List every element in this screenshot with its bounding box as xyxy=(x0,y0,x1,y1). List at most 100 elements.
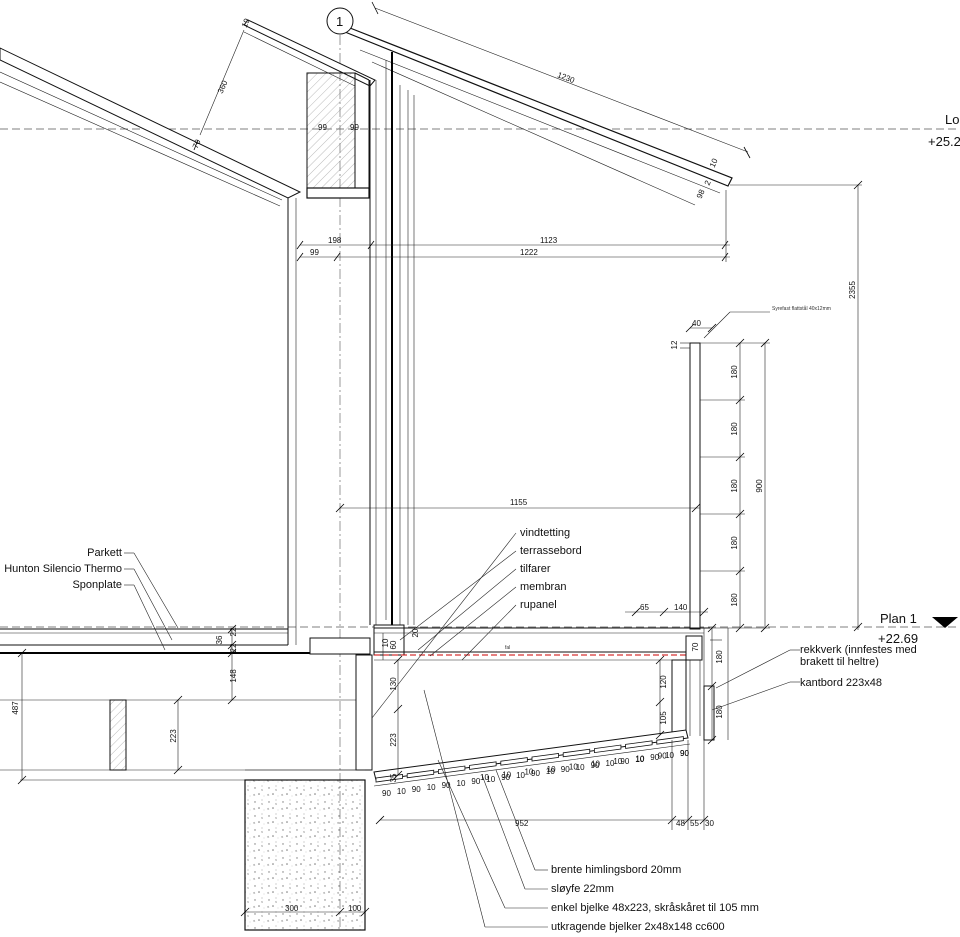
dim-rail-12: 12 xyxy=(670,340,679,349)
dim-floor-148: 148 xyxy=(229,669,238,683)
dim-fal: fal xyxy=(505,645,510,651)
dim-rail-180-5: 180 xyxy=(730,593,739,607)
soffit-dim-label: 90 xyxy=(471,777,480,786)
dim-deck-105: 105 xyxy=(659,711,668,725)
soffit-dim-label: 90 xyxy=(680,749,689,758)
soffit-dim-label: 10 xyxy=(427,783,436,792)
label-membran: membran xyxy=(520,581,566,593)
right-label-leaders xyxy=(711,649,800,711)
label-terrassebord: terrassebord xyxy=(520,545,582,557)
soffit-dim-label: 10 xyxy=(635,755,644,764)
dim-55: 55 xyxy=(690,819,699,828)
label-hunton: Hunton Silencio Thermo xyxy=(4,563,122,575)
dim-rail-900: 900 xyxy=(755,479,764,493)
soffit-upper-dim-label: 90 xyxy=(680,749,689,758)
dimension-1155 xyxy=(335,503,701,513)
level-upper-name: Lo xyxy=(945,112,959,127)
soffit-upper-dim-label: 10 xyxy=(480,773,489,782)
soffit-boards xyxy=(375,736,684,783)
label-rupanel: rupanel xyxy=(520,599,557,611)
dim-deck-10: 10 xyxy=(381,638,390,647)
soffit-upper-dim-label: 10 xyxy=(547,765,556,774)
dim-floor-22b: 22 xyxy=(229,643,238,652)
dimension-2355 xyxy=(730,180,863,632)
deck-label-leaders xyxy=(371,532,517,719)
upper-wall-block xyxy=(306,72,370,199)
dim-deck-120: 120 xyxy=(659,675,668,689)
dim-deck-60: 60 xyxy=(389,640,398,649)
soffit-dim-label: 90 xyxy=(382,789,391,798)
dim-99: 99 xyxy=(310,248,319,257)
dim-2355: 2355 xyxy=(848,281,857,299)
dim-180-a: 180 xyxy=(715,650,724,664)
dim-found-100: 100 xyxy=(348,904,362,913)
soffit-dim-label: 10 xyxy=(665,751,674,760)
soffit-board xyxy=(531,752,559,762)
soffit-dim-label: 90 xyxy=(591,761,600,770)
soffit-board xyxy=(625,740,653,749)
bottom-label-leaders xyxy=(423,689,548,928)
dim-floor-487: 487 xyxy=(11,701,20,715)
dim-roof-right-a: 98 xyxy=(695,188,707,200)
label-enkel-bjelke: enkel bjelke 48x223, skråskåret til 105 … xyxy=(551,902,759,914)
soffit-dim-label: 10 xyxy=(486,775,495,784)
soffit-dim-label: 90 xyxy=(531,769,540,778)
foundation xyxy=(240,769,370,931)
soffit-dim-label: 90 xyxy=(501,773,510,782)
annotation-flattstal: Syrefast flattstål 40x12mm xyxy=(772,305,831,312)
dim-deck-223: 223 xyxy=(389,733,398,747)
dim-rail-40: 40 xyxy=(692,319,701,328)
dim-140: 140 xyxy=(674,603,688,612)
dim-roof-right-b: 2 xyxy=(703,179,713,187)
soffit-dim-label: 10 xyxy=(546,767,555,776)
label-sponplate: Sponplate xyxy=(72,579,122,591)
left-roof xyxy=(0,19,376,207)
soffit-dim-label: 10 xyxy=(397,787,406,796)
label-utkragende-bjelker: utkragende bjelker 2x48x148 cc600 xyxy=(551,921,725,933)
dim-rail-180-3: 180 xyxy=(730,479,739,493)
main-walls xyxy=(287,52,415,645)
dim-65: 65 xyxy=(640,603,649,612)
plan-level-triangle xyxy=(932,617,958,628)
soffit-dim-label: 10 xyxy=(516,771,525,780)
dim-chimney-a: 99 xyxy=(318,123,327,132)
soffit-board xyxy=(594,744,622,754)
soffit-upper-dim-label: 10 xyxy=(524,768,533,777)
dim-1155: 1155 xyxy=(510,498,528,507)
soffit-upper-dim-label: 10 xyxy=(502,770,511,779)
soffit-dim-label: 90 xyxy=(442,781,451,790)
dim-rail-180-1: 180 xyxy=(730,365,739,379)
label-vindtetting: vindtetting xyxy=(520,527,570,539)
dim-chimney-b: 99 xyxy=(350,123,359,132)
soffit-upper-dim-label: 10 xyxy=(613,757,622,766)
soffit-dim-label: 90 xyxy=(412,785,421,794)
dim-soffit-35: 35 xyxy=(389,773,398,782)
soffit-dim-label: 10 xyxy=(457,779,466,788)
dim-48: 48 xyxy=(676,819,685,828)
label-sloyfe: sløyfe 22mm xyxy=(551,883,614,895)
section-marker-label: 1 xyxy=(336,14,343,29)
dim-1222: 1222 xyxy=(520,248,538,257)
dim-rail-180-4: 180 xyxy=(730,536,739,550)
soffit-dim-label: 90 xyxy=(561,765,570,774)
dim-deck-20: 20 xyxy=(411,628,420,637)
dim-deck-130: 130 xyxy=(389,677,398,691)
level-upper-elev: +25.2 xyxy=(928,134,960,149)
floor-label-leaders xyxy=(124,552,179,651)
dim-180-b: 180 xyxy=(715,705,724,719)
railing xyxy=(680,311,770,633)
dim-roof-top: 19 xyxy=(240,17,252,29)
top-dimensions xyxy=(296,190,730,262)
soffit-dim-label: 10 xyxy=(576,763,585,772)
soffit-board xyxy=(656,736,684,745)
dim-floor-36: 36 xyxy=(215,635,224,644)
dim-952: 952 xyxy=(515,819,529,828)
level-plan-elev: +22.69 xyxy=(878,631,918,646)
label-rekkverk-1: rekkverk (innfestes med xyxy=(800,644,917,656)
label-tilfarer: tilfarer xyxy=(520,563,551,575)
label-himlingsbord: brente himlingsbord 20mm xyxy=(551,864,681,876)
soffit-board xyxy=(375,773,403,783)
